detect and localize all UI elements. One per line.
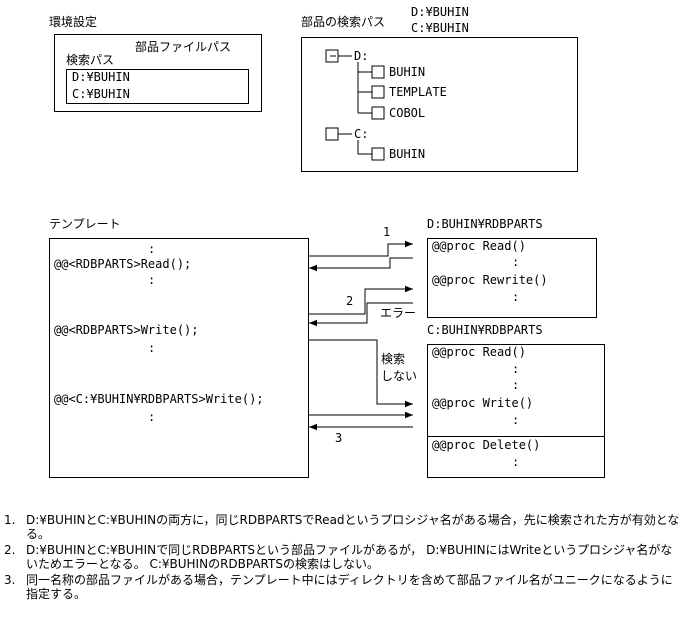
c-drive-label: C: <box>354 127 369 141</box>
call-arrow-2 <box>309 285 413 315</box>
part-c-title: C:BUHIN¥RDBPARTS <box>427 323 543 337</box>
note-number: 3. <box>4 573 16 587</box>
ellipsis: : <box>148 242 156 256</box>
notes-list: 1. D:¥BUHINとC:¥BUHINの両方に，同じRDBPARTSでRead… <box>4 513 684 603</box>
section-divider <box>427 436 605 437</box>
proc-line: @@proc Read() <box>432 239 526 253</box>
ellipsis: : <box>512 362 520 376</box>
call-arrow-1 <box>309 240 413 257</box>
note-item: 1. D:¥BUHINとC:¥BUHINの両方に，同じRDBPARTSでRead… <box>4 513 684 541</box>
error-arrow-2 <box>309 302 413 327</box>
no-search-label: しない <box>381 369 418 383</box>
ellipsis: : <box>512 290 520 304</box>
tree-node-label: TEMPLATE <box>389 85 447 99</box>
template-title: テンプレート <box>49 217 121 231</box>
template-line: @@<C:¥BUHIN¥RDBPARTS>Write(); <box>54 392 264 406</box>
ellipsis: : <box>148 273 156 287</box>
arrow-label-1: 1 <box>383 225 391 239</box>
tree-title-path: C:¥BUHIN <box>411 21 469 35</box>
proc-line: @@proc Read() <box>432 345 526 359</box>
search-path-item: D:¥BUHIN <box>72 70 130 84</box>
ellipsis: : <box>512 378 520 392</box>
ellipsis: : <box>512 255 520 269</box>
part-d-box <box>427 238 597 318</box>
env-title: 環境設定 <box>49 15 98 29</box>
tree-node-label: BUHIN <box>389 65 426 79</box>
c-drive-toggle[interactable] <box>325 127 339 141</box>
ellipsis: : <box>148 410 156 424</box>
note-text: D:¥BUHINとC:¥BUHINの両方に，同じRDBPARTSでReadという… <box>26 513 680 541</box>
search-path-list <box>66 69 249 104</box>
proc-line: @@proc Write() <box>432 396 534 410</box>
arrow-label-2: 2 <box>346 294 354 308</box>
tree-node-label: COBOL <box>389 106 426 120</box>
search-path-item: C:¥BUHIN <box>72 87 130 101</box>
no-search-label: 検索 <box>381 352 406 366</box>
part-c-box <box>427 344 605 478</box>
folder-node-icon[interactable] <box>371 147 385 161</box>
folder-node-icon[interactable] <box>371 65 385 79</box>
ellipsis: : <box>148 341 156 355</box>
note-item: 3. 同一名称の部品ファイルがある場合，テンプレート中にはディレクトリを含めて部… <box>4 573 684 601</box>
note-item: 2. D:¥BUHINとC:¥BUHINで同じRDBPARTSという部品ファイル… <box>4 543 684 571</box>
error-label: エラー <box>380 306 417 320</box>
folder-node-icon[interactable] <box>371 106 385 120</box>
note-number: 2. <box>4 543 16 557</box>
ellipsis: : <box>512 455 520 469</box>
env-box-header: 部品ファイルパス <box>135 40 232 54</box>
note-text: 同一名称の部品ファイルがある場合，テンプレート中にはディレクトリを含めて部品ファ… <box>26 573 673 601</box>
template-box <box>49 238 309 478</box>
tree-title: 部品の検索パス <box>301 15 386 29</box>
search-path-tree <box>301 37 578 172</box>
proc-line: @@proc Rewrite() <box>432 273 548 287</box>
ellipsis: : <box>512 413 520 427</box>
note-text: D:¥BUHINとC:¥BUHINで同じRDBPARTSという部品ファイルがある… <box>26 543 673 571</box>
d-drive-label: D: <box>354 49 369 63</box>
part-d-title: D:BUHIN¥RDBPARTS <box>427 217 543 231</box>
note-number: 1. <box>4 513 16 527</box>
no-search-arrow <box>309 339 413 408</box>
tree-title-path: D:¥BUHIN <box>411 5 469 19</box>
tree-node-label: BUHIN <box>389 147 426 161</box>
folder-node-icon[interactable] <box>371 85 385 99</box>
proc-line: @@proc Delete() <box>432 438 541 452</box>
search-path-label: 検索パス <box>66 53 115 67</box>
return-arrow-1 <box>309 257 413 272</box>
template-line: @@<RDBPARTS>Write(); <box>54 323 199 337</box>
template-line: @@<RDBPARTS>Read(); <box>54 257 192 271</box>
arrow-label-3: 3 <box>335 431 343 445</box>
